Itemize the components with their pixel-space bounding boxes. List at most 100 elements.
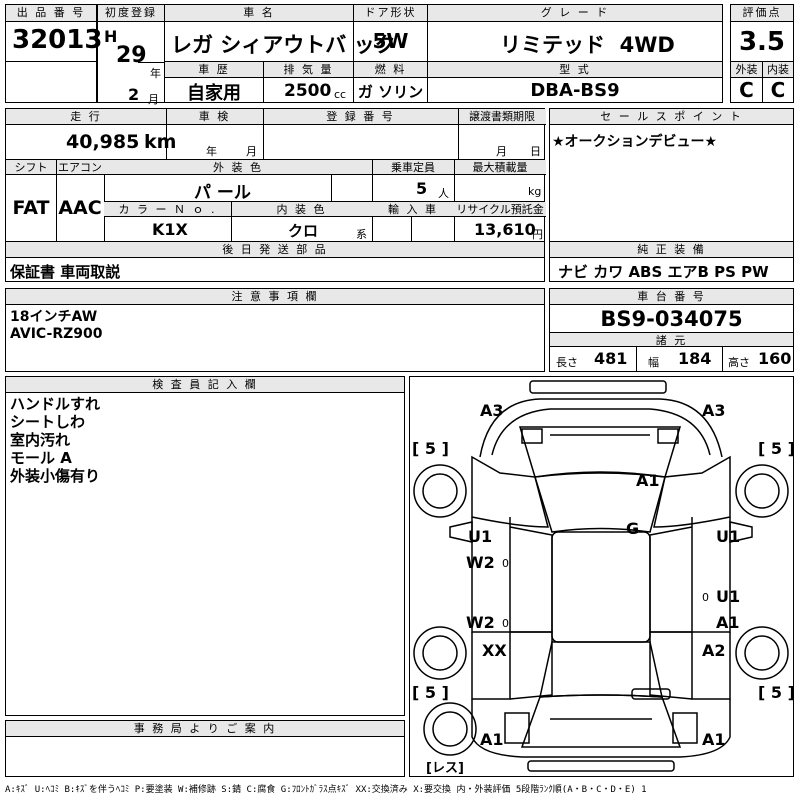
history-label: 車 歴 xyxy=(165,62,263,78)
damage-diagram: A3 A3 [ 5 ] [ 5 ] A1 G U1 W2 0 U1 U1 0 W… xyxy=(409,376,795,777)
chassis-number: BS9-034075 xyxy=(600,307,743,331)
history: 自家用 xyxy=(187,83,241,104)
reg-no-label: 登 録 番 号 xyxy=(263,109,458,125)
import-label: 輸 入 車 xyxy=(372,202,454,217)
lot-label: 出 品 番 号 xyxy=(6,5,96,22)
color-label: 外 装 色 xyxy=(104,160,372,175)
recycle-unit: 円 xyxy=(532,228,543,241)
first-reg-label: 初度登録 xyxy=(98,5,164,22)
mark-a2: A2 xyxy=(702,641,726,660)
reg-month: 2 xyxy=(128,85,140,104)
mark-u1-left: U1 xyxy=(468,527,493,546)
recycle-label: リサイクル預託金 xyxy=(454,202,546,217)
grade: リミテッド 4WD xyxy=(500,33,675,57)
shift-label: シフト xyxy=(6,160,56,175)
insp-month-unit: 月 xyxy=(246,145,257,158)
first-reg-box: 初度登録 H 29 年 2 月 xyxy=(97,4,165,106)
width-label: 幅 xyxy=(648,356,659,369)
shift: FAT xyxy=(12,197,50,219)
later-parts: 保証書 車両取説 xyxy=(10,263,121,281)
notes-box: 注 意 事 項 欄 18インチAW AVIC-RZ900 xyxy=(5,288,545,372)
lot-box: 出 品 番 号 32013 xyxy=(5,4,102,62)
mark-w2-left-rear: W2 xyxy=(466,613,495,632)
spare-tire-less: [レス] xyxy=(426,761,464,776)
mark-zero-right-rear: 0 xyxy=(702,591,709,604)
grade-box: グ レ ー ド リミテッド 4WD xyxy=(427,4,723,62)
ac: AAC xyxy=(58,197,102,219)
mark-xx: XX xyxy=(482,641,507,660)
history-box: 車 歴 自家用 xyxy=(164,61,264,104)
length: 481 xyxy=(594,349,628,368)
mark-zero-left-front: 0 xyxy=(502,557,509,570)
mark-u1-right-rear: U1 xyxy=(716,587,741,606)
bracket-front-left: [ 5 ] xyxy=(412,439,449,458)
ext-box: 外装 C xyxy=(730,61,763,103)
width: 184 xyxy=(678,349,712,368)
inspector-label: 検 査 員 記 入 欄 xyxy=(6,377,404,393)
exterior-color: パ ール xyxy=(194,183,251,203)
mileage: 40,985 xyxy=(66,131,140,153)
reg-year-unit: 年 xyxy=(150,67,161,80)
int-color-label: 内 装 色 xyxy=(231,202,372,217)
door-label: ドア形状 xyxy=(354,5,427,22)
mark-w2-left-front: W2 xyxy=(466,553,495,572)
model: DBA-BS9 xyxy=(530,80,620,101)
recycle-deposit: 13,610 xyxy=(474,220,536,239)
lot-number: 32013 xyxy=(12,25,103,55)
int-grade: C xyxy=(770,78,786,102)
chassis-label: 車 台 番 号 xyxy=(550,289,793,305)
reg-month-unit: 月 xyxy=(148,93,159,106)
mark-a1-right-rear: A1 xyxy=(716,613,740,632)
insp-year-unit: 年 xyxy=(206,145,217,158)
load-label: 最大積載量 xyxy=(454,160,546,175)
grade-label: グ レ ー ド xyxy=(428,5,722,22)
sales-point: ★オークションデビュー★ xyxy=(552,134,718,150)
specs-label: 諸 元 xyxy=(550,332,793,347)
office-label: 事 務 局 よ り ご 案 内 xyxy=(6,721,404,737)
disp-unit: cc xyxy=(334,88,347,101)
ext-grade: C xyxy=(739,78,754,102)
chassis-box: 車 台 番 号 BS9-034075 諸 元 長さ 481 幅 184 高さ 1… xyxy=(549,288,794,372)
office-box: 事 務 局 よ り ご 案 内 xyxy=(5,720,405,777)
displacement: 2500 xyxy=(284,81,332,101)
color-no-label: カ ラ ー Ｎ ｏ . xyxy=(104,202,231,217)
car-outline-diagram xyxy=(413,380,789,772)
capacity: 5 xyxy=(416,179,428,198)
length-label: 長さ xyxy=(556,356,578,369)
mileage-label: 走 行 xyxy=(6,109,166,125)
equip-box: 純 正 装 備 ナビ カワ ABS エアB PS PW xyxy=(549,241,794,282)
mark-a1-hood: A1 xyxy=(636,471,660,490)
equip-label: 純 正 装 備 xyxy=(550,242,793,258)
capacity-label: 乗車定員 xyxy=(372,160,454,175)
era: H xyxy=(104,27,118,46)
score-label: 評価点 xyxy=(731,5,793,22)
capacity-unit: 人 xyxy=(438,187,449,200)
fuel-box: 燃 料 ガ ソリン xyxy=(353,61,428,103)
legend: A:ｷｽﾞ U:ﾍｺﾐ B:ｷｽﾞを伴うﾍｺﾐ P:要塗装 W:補修跡 S:錆 … xyxy=(5,785,647,795)
door-box: ドア形状 5W xyxy=(353,4,428,62)
model-box: 型 式 DBA-BS9 xyxy=(427,61,723,103)
car-name-label: 車 名 xyxy=(165,5,353,22)
score-box: 評価点 3.5 xyxy=(730,4,794,62)
mark-a1-bumper-left: A1 xyxy=(480,730,504,749)
color-no: K1X xyxy=(152,220,188,239)
mark-zero-left-rear: 0 xyxy=(502,617,509,630)
disp-label: 排 気 量 xyxy=(264,62,353,78)
fuel: ガ ソリン xyxy=(357,83,424,101)
inspector-notes: ハンドルすれ シートしわ 室内汚れ モール A 外装小傷有り xyxy=(10,395,101,485)
notes-label: 注 意 事 項 欄 xyxy=(6,289,544,305)
interior-color: クロ xyxy=(288,222,319,240)
bracket-front-right: [ 5 ] xyxy=(758,439,795,458)
sales-label: セ ー ル ス ポ イ ン ト xyxy=(550,109,793,125)
fuel-label: 燃 料 xyxy=(354,62,427,78)
height-label: 高さ xyxy=(728,356,750,369)
transfer-day-unit: 日 xyxy=(530,145,541,158)
equipment: ナビ カワ ABS エアB PS PW xyxy=(558,263,769,281)
bracket-rear-right: [ 5 ] xyxy=(758,683,795,702)
int-label: 内装 xyxy=(763,62,793,78)
transfer-month-unit: 月 xyxy=(496,145,507,158)
transfer-label: 譲渡書類期限 xyxy=(458,109,546,125)
load-unit: kg xyxy=(528,185,542,198)
info-grid: 走 行 車 検 登 録 番 号 譲渡書類期限 40,985 km 年 月 月 日… xyxy=(5,108,546,242)
notes: 18インチAW AVIC-RZ900 xyxy=(10,309,103,342)
